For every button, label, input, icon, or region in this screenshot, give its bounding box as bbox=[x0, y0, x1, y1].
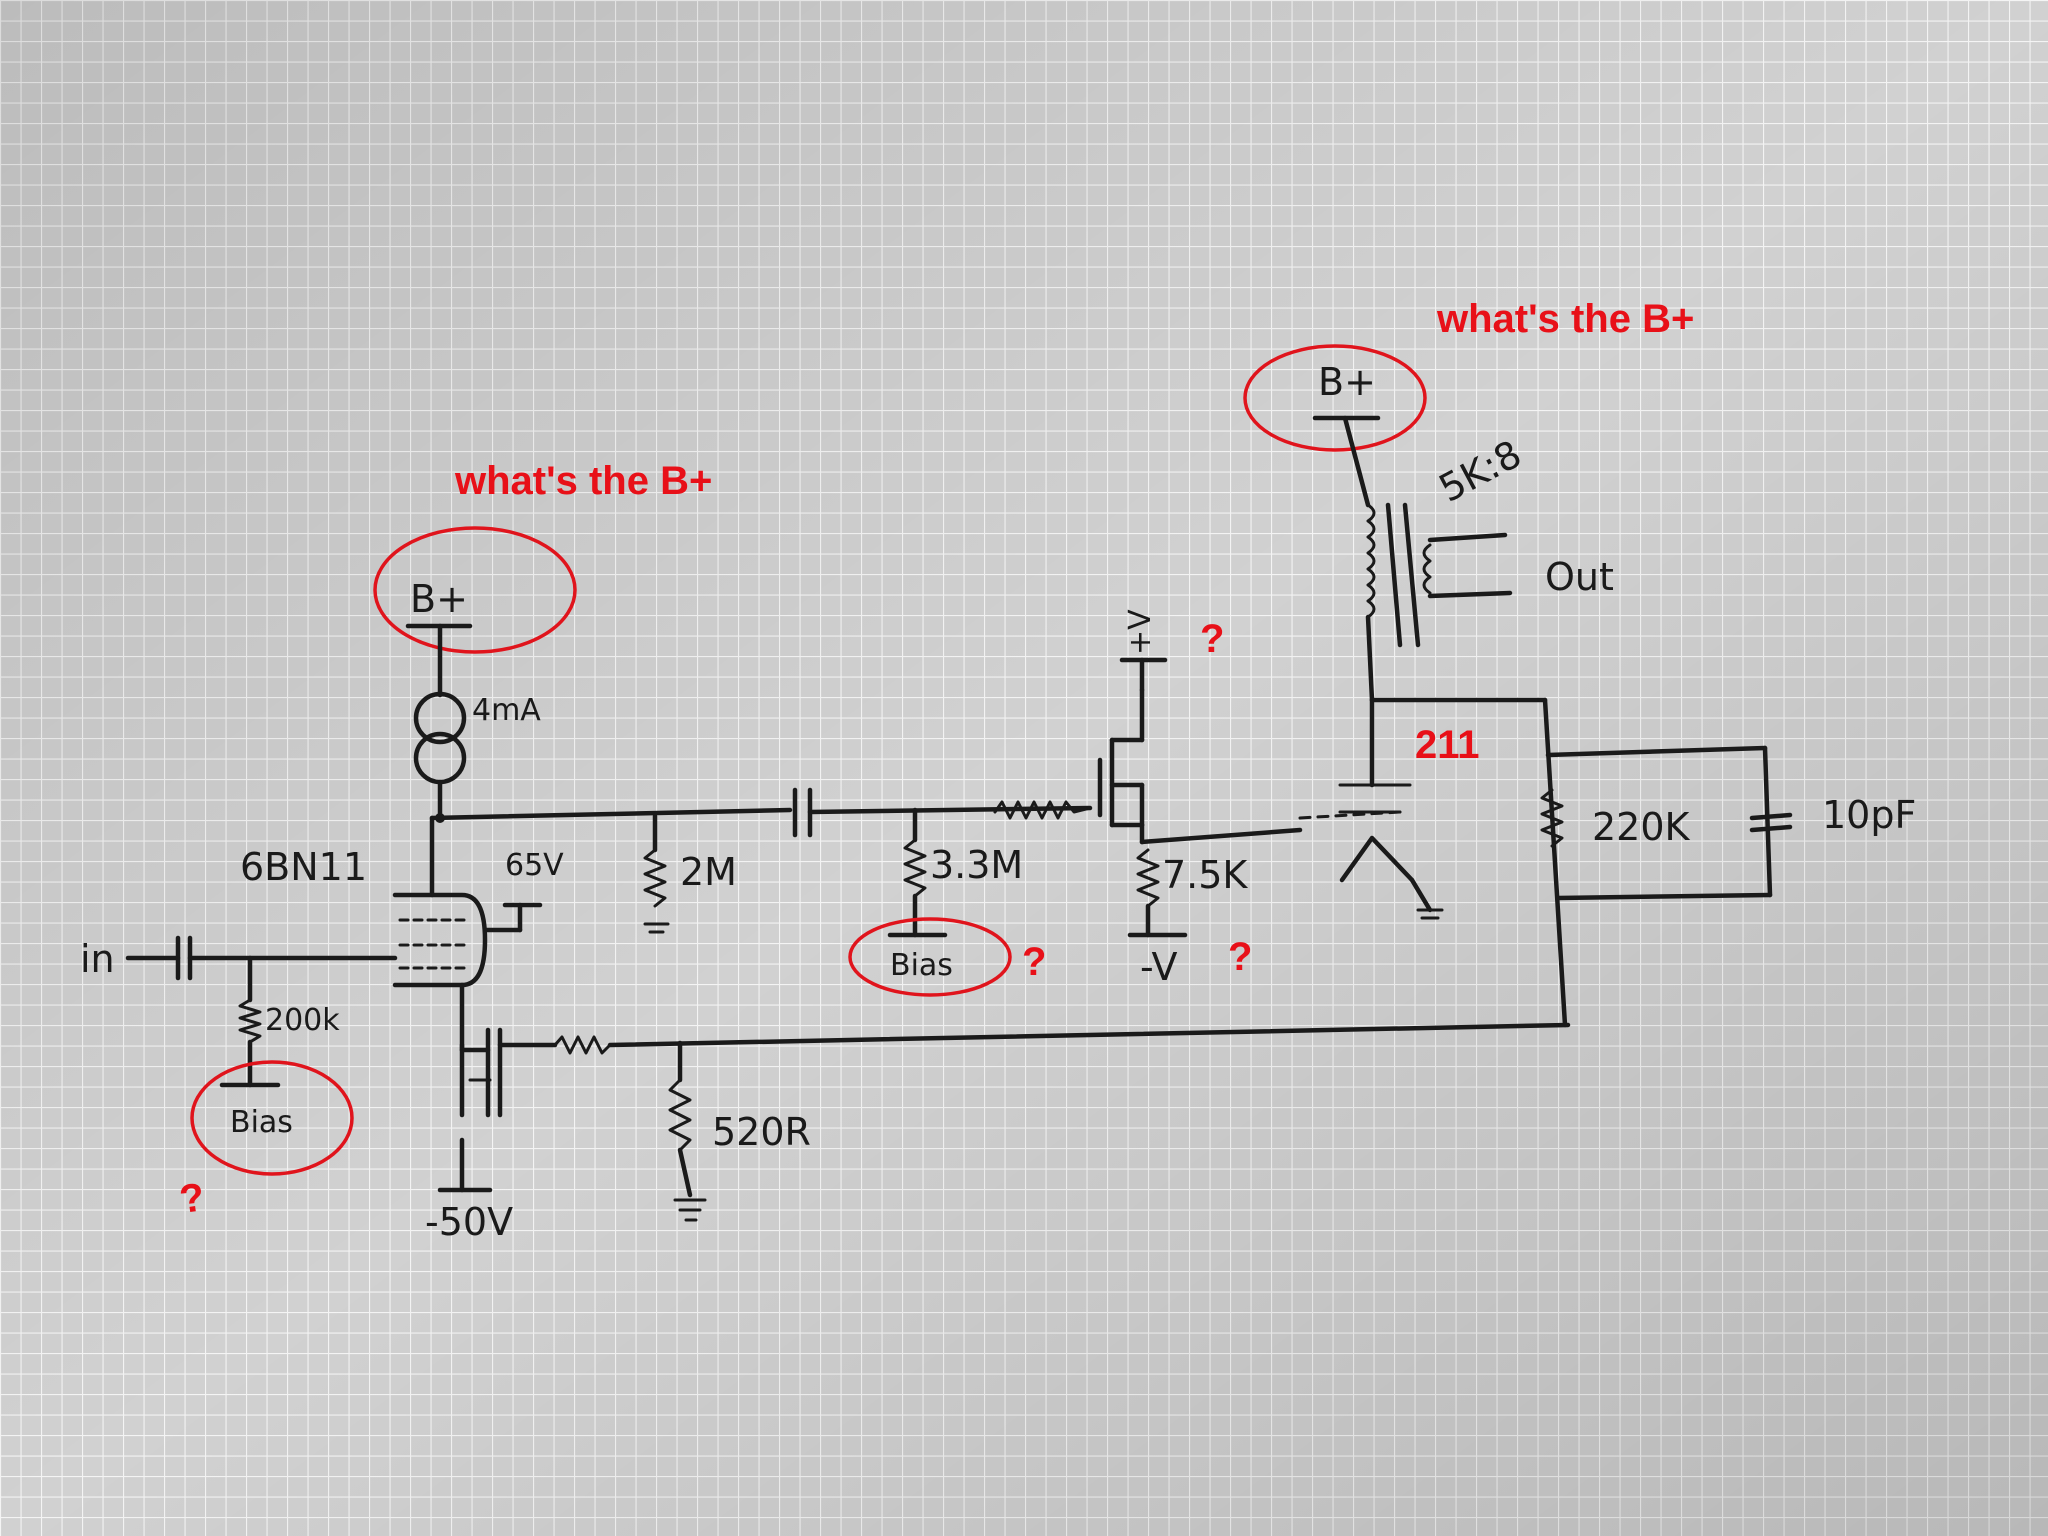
r2m-label: 2M bbox=[680, 850, 737, 894]
lower-path: -50V 520R bbox=[425, 1022, 1571, 1244]
mosfet-follower: +V ? 7.5K -V ? bbox=[1097, 609, 1303, 989]
minus-50v-label: -50V bbox=[425, 1200, 513, 1244]
bias-mid-label: Bias bbox=[890, 948, 953, 983]
minus-v-label: -V bbox=[1140, 945, 1177, 989]
resistor-520r bbox=[668, 1078, 692, 1152]
tube-6bn11-label: 6BN11 bbox=[240, 845, 367, 889]
bplus-left-label: B+ bbox=[410, 577, 468, 621]
signal-path: 2M 3.3M Bias ? bbox=[429, 787, 1093, 997]
primary-winding bbox=[1366, 503, 1376, 619]
secondary-winding bbox=[1422, 543, 1432, 595]
tube-6bn11: 6BN11 65V bbox=[240, 815, 564, 1053]
tube-211-label: 211 bbox=[1415, 723, 1480, 767]
c10pf-label: 10pF bbox=[1822, 793, 1916, 837]
question-mark-left: ? bbox=[177, 1175, 207, 1222]
bplus-left-circle bbox=[373, 526, 577, 654]
question-mark-mid: ? bbox=[1022, 940, 1046, 984]
out-label: Out bbox=[1545, 555, 1614, 599]
question-left-bplus: what's the B+ bbox=[454, 459, 712, 503]
input-label: in bbox=[80, 937, 115, 981]
resistor-3-3m bbox=[903, 838, 927, 898]
ccs-4ma-label: 4mA bbox=[472, 693, 541, 728]
ccs-symbol bbox=[413, 691, 467, 745]
bplus-right-label: B+ bbox=[1318, 360, 1376, 404]
resistor-220k bbox=[1540, 788, 1564, 848]
feedback-network: 220K 10pF bbox=[1540, 745, 1916, 901]
r200k-label: 200k bbox=[265, 1003, 340, 1038]
resistor-200k bbox=[238, 998, 262, 1044]
bias-left-label: Bias bbox=[230, 1105, 293, 1140]
plus-v-label: +V bbox=[1123, 609, 1158, 655]
v65-label: 65V bbox=[505, 848, 564, 883]
question-mark-plus-v: ? bbox=[1200, 617, 1224, 661]
r7-5k-label: 7.5K bbox=[1162, 853, 1248, 897]
r520r-label: 520R bbox=[712, 1110, 811, 1154]
resistor-source bbox=[553, 1035, 612, 1055]
resistor-7-5k bbox=[1136, 848, 1160, 908]
gate-resistor bbox=[993, 800, 1092, 820]
r3-3m-label: 3.3M bbox=[930, 843, 1023, 887]
bplus-left: B+ 4mA what's the B+ bbox=[373, 459, 712, 821]
bias-left-circle bbox=[190, 1060, 354, 1176]
question-mark-minus-v: ? bbox=[1228, 935, 1252, 979]
bplus-right-circle bbox=[1243, 344, 1427, 452]
bias-mid-circle bbox=[848, 917, 1012, 997]
r220k-label: 220K bbox=[1592, 805, 1691, 849]
input-stage: in 200k Bias ? bbox=[80, 935, 398, 1222]
resistor-2m bbox=[643, 848, 667, 908]
question-right-bplus: what's the B+ bbox=[1436, 297, 1694, 341]
